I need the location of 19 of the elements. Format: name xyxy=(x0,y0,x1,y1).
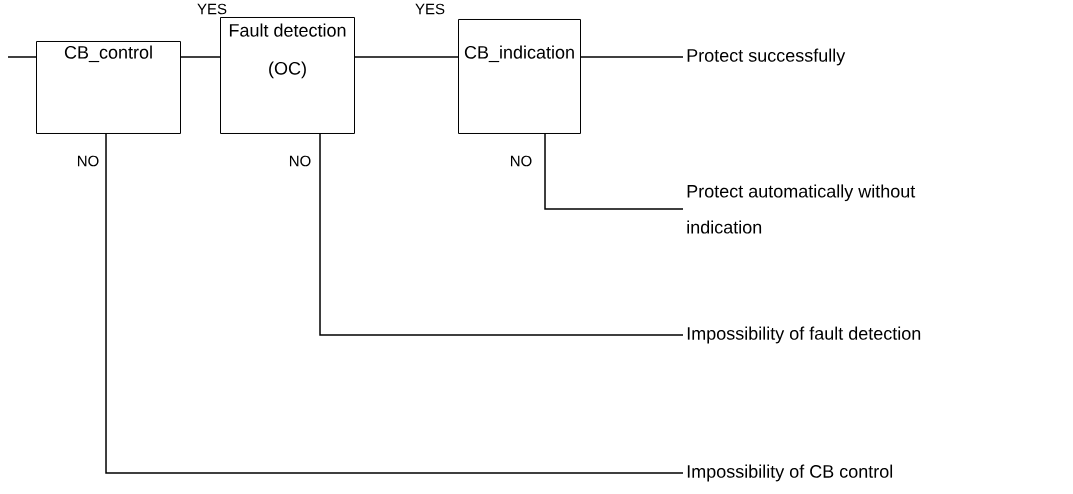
outcome-text: Protect automatically without indication xyxy=(687,184,916,234)
edge-label: NO xyxy=(511,155,532,167)
outcome-text: Impossibility of fault detection xyxy=(687,326,921,344)
edge-label: YES xyxy=(415,3,445,15)
process-box: CB_indication xyxy=(458,19,581,134)
edge-label: NO xyxy=(290,155,311,167)
edge-label: NO xyxy=(78,155,99,167)
connector-line xyxy=(180,56,221,58)
connector-line xyxy=(7,56,37,58)
edge-label: YES xyxy=(197,3,227,15)
connector-line xyxy=(354,56,459,58)
process-box: CB_control xyxy=(36,41,181,134)
process-box: Fault detection (OC) xyxy=(220,17,355,134)
connector-line xyxy=(319,132,684,336)
connector-line xyxy=(544,132,684,210)
connector-line xyxy=(105,132,684,474)
connector-line xyxy=(580,56,684,58)
outcome-text: Impossibility of CB control xyxy=(687,464,893,482)
outcome-text: Protect successfully xyxy=(687,48,846,66)
